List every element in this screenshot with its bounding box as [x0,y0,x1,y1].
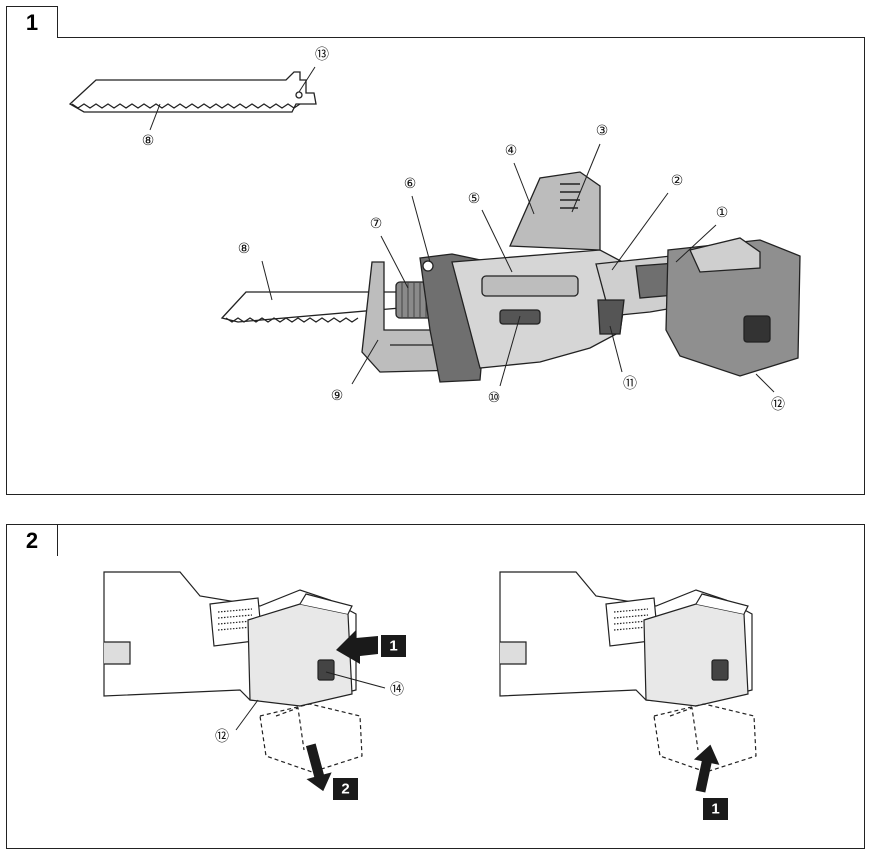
callout-13: ⑬ [315,47,329,63]
callout-5: ⑤ [468,191,481,207]
figure-2-label: 2 [25,527,39,553]
step-1-left-label: 1 [389,638,397,655]
callout-8-loose: ⑧ [142,133,155,149]
step-box-1-left [381,635,406,657]
callout-7: ⑦ [370,216,383,232]
callout-1: ① [716,205,729,221]
callout-2: ② [671,173,684,189]
loose-blade-drawing [68,71,317,113]
step-box-1-right [703,798,728,820]
figure-1-label: 1 [25,9,39,35]
callout-10: ⑩ [488,390,501,406]
step-1-right-label: 1 [711,801,719,818]
figure-2-left-leaders [235,671,386,731]
figure-1-callouts: ⑬ ⑧ ⑧ ⑦ ⑥ ⑤ ④ ③ ② ① ⑨ ⑩ ⑪ ⑫ [142,47,785,413]
callout-9: ⑨ [331,388,344,404]
insert-arrow-right [693,744,720,793]
figure-2-tab: 2 [6,524,58,556]
callout-12: ⑫ [771,397,785,413]
callout-4: ④ [505,143,518,159]
saw-drawing [220,171,801,383]
callout-8-mounted: ⑧ [238,241,251,257]
figure-2-right-drawing [499,571,757,773]
callout-6: ⑥ [404,176,417,192]
figure-1-tab: 1 [6,6,58,38]
callout-11: ⑪ [623,376,637,392]
step-box-2-left [333,778,358,800]
step-2-left-label: 2 [341,781,349,798]
push-arrow-left [336,630,378,664]
callout-3: ③ [596,123,609,139]
callout-12-fig2: ⑫ [215,729,229,745]
figure-1-leaders [261,143,775,393]
pull-arrow-left [305,743,332,792]
figure-2-left-drawing [103,571,363,773]
callout-14: ⑭ [390,682,404,698]
